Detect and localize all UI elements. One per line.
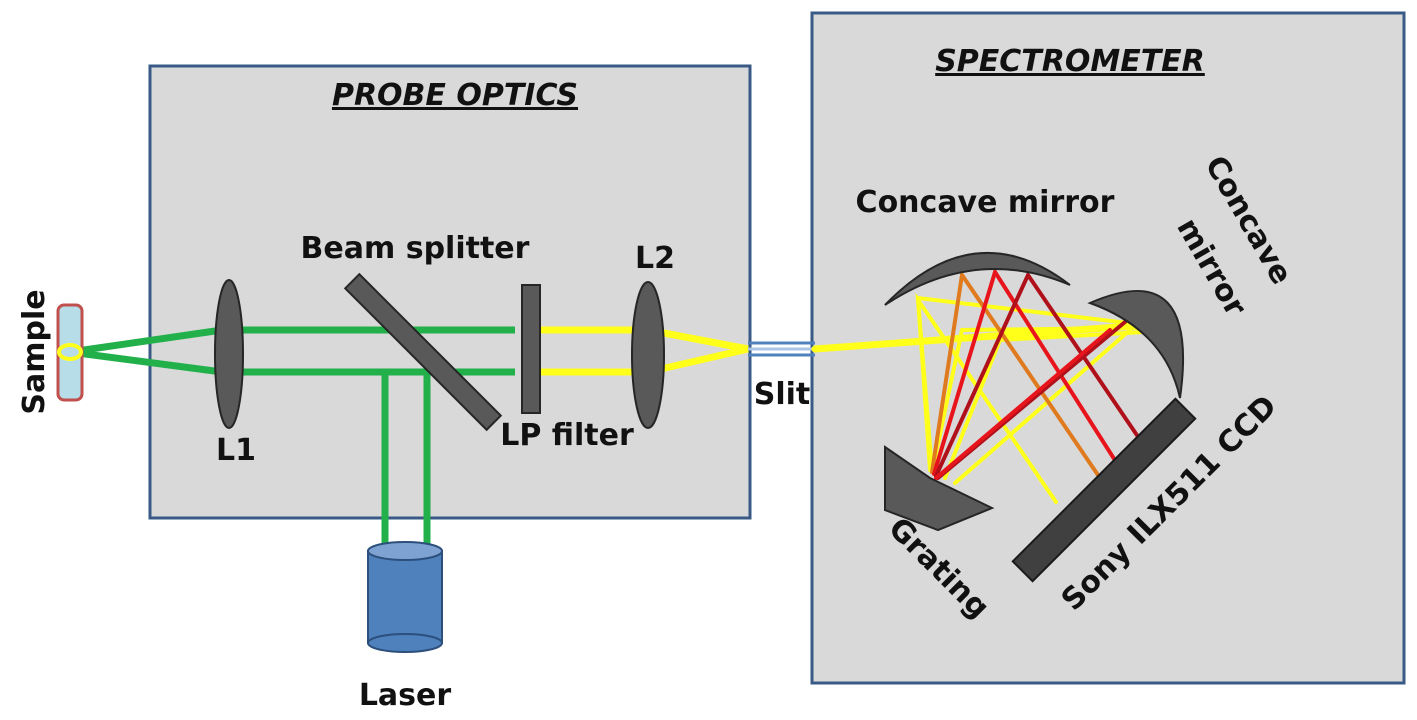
slit-label: Slit [754, 377, 811, 412]
orange-ray [930, 269, 1102, 480]
grating [884, 445, 995, 532]
yellow-return-ray [953, 328, 1132, 485]
darkred-ray-a [934, 270, 1147, 478]
concave-mirror-top [884, 251, 1071, 306]
red-ray [932, 267, 1120, 476]
sample [56, 303, 84, 402]
sample-focus-spot [57, 343, 83, 361]
spectrometer-rays [811, 267, 1149, 504]
probe-optics-title: PROBE OPTICS [332, 78, 578, 113]
lp-filter [521, 284, 541, 414]
beam-splitter-label: Beam splitter [301, 231, 530, 266]
red-return-ray [934, 328, 1112, 480]
l1-label: L1 [216, 433, 256, 468]
laser-label: Laser [359, 678, 452, 713]
spectrometer-title: SPECTROMETER [935, 44, 1205, 79]
sample-label: Sample [17, 289, 52, 414]
concave-mirror-top-label: Concave mirror [856, 185, 1115, 220]
yellow-ray-b [930, 326, 1147, 474]
ccd-detector [1011, 397, 1197, 583]
laser-source [367, 541, 443, 653]
beam-splitter [343, 272, 503, 432]
lens-l2 [631, 281, 665, 429]
fiber [748, 341, 815, 357]
lens-l1 [214, 279, 244, 429]
sample-tube [56, 303, 84, 402]
l2-label: L2 [635, 241, 675, 276]
lp-filter-label: LP filter [500, 418, 634, 453]
concave-mirror-right [1087, 289, 1185, 399]
